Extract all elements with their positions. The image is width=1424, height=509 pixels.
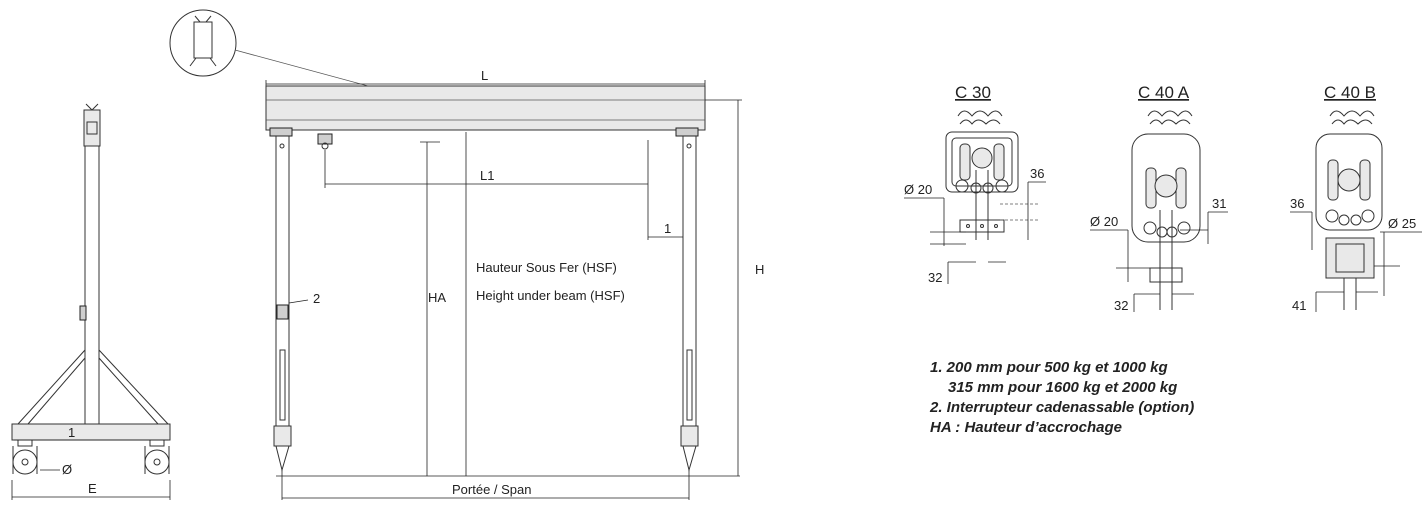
caster-left — [12, 439, 38, 475]
leg-left-foot — [273, 425, 292, 447]
label-L: L — [481, 68, 488, 83]
label-hsf-en: Height under beam (HSF) — [476, 288, 625, 303]
leg-left-slot — [279, 349, 286, 421]
leg-left-bolt — [279, 143, 285, 149]
front-view: L 2 L1 1 — [265, 68, 764, 500]
label-hsf-fr: Hauteur Sous Fer (HSF) — [476, 260, 617, 275]
trolley-frame-c40b — [1315, 133, 1383, 231]
beam-end-plate-left — [269, 127, 293, 137]
base-beam — [11, 423, 171, 441]
c30-dim-32: 32 — [928, 270, 942, 285]
section-title-c40b: C 40 B — [1324, 83, 1376, 102]
leg-right-slot — [686, 349, 693, 421]
leg-right-bolt — [686, 143, 692, 149]
caster-right — [144, 439, 170, 475]
note-1-cont: 315 mm pour 1600 kg et 2000 kg — [948, 379, 1178, 396]
side-view: 1 Ø E — [11, 103, 171, 500]
note-2: 2. Interrupteur cadenassable (option) — [930, 399, 1195, 416]
trolley-frame-c40a — [1131, 133, 1201, 243]
section-c40a: C 40 A 31 Ø 20 32 — [1090, 83, 1228, 313]
section-c40b: C 40 B 36 Ø 25 41 — [1290, 83, 1422, 313]
notes-block: 1. 200 mm pour 500 kg et 1000 kg 315 mm … — [930, 358, 1194, 438]
c40b-dim-d25: Ø 25 — [1388, 216, 1416, 231]
trolley-hook — [321, 142, 329, 150]
c40a-dim-31: 31 — [1212, 196, 1226, 211]
leg-left-caster — [275, 445, 290, 472]
label-front-1: 1 — [664, 221, 671, 236]
c40a-dim-32: 32 — [1114, 298, 1128, 313]
brace-left — [17, 349, 86, 425]
section-title-c40a: C 40 A — [1138, 83, 1190, 102]
note-ha: HA : Hauteur d’accrochage — [930, 419, 1122, 436]
c40b-dim-41: 41 — [1292, 298, 1306, 313]
switch-box — [79, 305, 87, 321]
top-beam — [265, 85, 706, 131]
section-c30: C 30 36 Ø 20 32 — [904, 83, 1046, 285]
trolley-block — [86, 121, 98, 135]
hook-block-c40b — [1325, 237, 1375, 279]
c40b-dim-36: 36 — [1290, 196, 1304, 211]
c30-dim-d20: Ø 20 — [904, 182, 932, 197]
hook-block-c40a — [1149, 267, 1183, 283]
leg-right-caster — [682, 445, 697, 472]
section-title-c30: C 30 — [955, 83, 991, 102]
leg-right-foot — [680, 425, 699, 447]
lockable-switch — [276, 304, 289, 320]
label-H: H — [755, 262, 764, 277]
brace-right — [98, 349, 169, 425]
label-2: 2 — [313, 291, 320, 306]
side-label-1: 1 — [68, 425, 75, 440]
label-span: Portée / Span — [452, 482, 532, 497]
side-label-E: E — [88, 481, 97, 496]
hook-block-c30 — [959, 219, 1005, 233]
trolley-head — [83, 109, 101, 147]
c40a-dim-d20: Ø 20 — [1090, 214, 1118, 229]
label-HA: HA — [428, 290, 446, 305]
trolley-frame-c30 — [945, 131, 1019, 193]
side-label-diameter: Ø — [62, 462, 72, 477]
profile-icon — [189, 15, 217, 67]
hook-top — [85, 103, 99, 111]
detail-circle — [169, 9, 237, 77]
brace-left-inner — [27, 357, 86, 425]
c30-dim-36: 36 — [1030, 166, 1044, 181]
brace-right-inner — [98, 357, 159, 425]
note-1: 1. 200 mm pour 500 kg et 1000 kg — [930, 359, 1168, 376]
beam-end-plate-right — [675, 127, 699, 137]
label-L1: L1 — [480, 168, 494, 183]
leader-2 — [288, 299, 309, 304]
trolley — [317, 133, 333, 145]
